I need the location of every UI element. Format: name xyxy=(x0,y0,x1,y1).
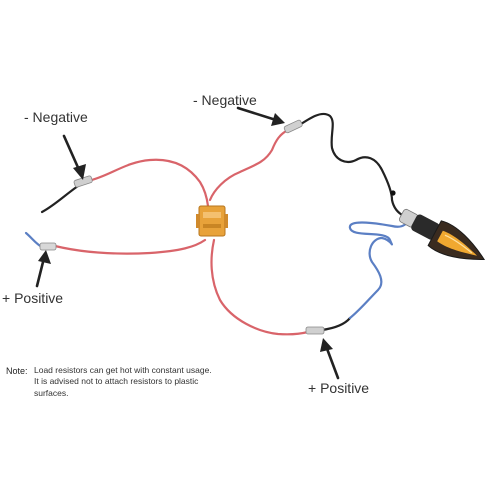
load-resistor xyxy=(196,205,228,237)
arrow-positive-right xyxy=(324,344,340,380)
black-wires xyxy=(40,112,406,332)
blue-wire-left xyxy=(24,231,44,249)
black-wire-top xyxy=(296,112,406,218)
red-wires xyxy=(53,128,310,336)
note-title: Note: xyxy=(6,366,28,376)
red-wire-right-top xyxy=(208,128,290,202)
label-negative-left: - Negative xyxy=(24,109,88,125)
connectors xyxy=(39,119,396,335)
label-negative-top: - Negative xyxy=(193,92,257,108)
label-positive-right: + Positive xyxy=(308,380,370,396)
connector-top xyxy=(283,119,303,134)
arrow-negative-top xyxy=(236,106,278,122)
arrow-negative-left xyxy=(62,134,82,174)
red-wire-left-bottom xyxy=(53,238,207,255)
arrows xyxy=(35,106,340,380)
red-wire-left-top xyxy=(86,158,210,208)
turn-signal-light xyxy=(398,208,486,260)
note-text: Load resistors can get hot with constant… xyxy=(34,365,212,398)
connector-bottom-right xyxy=(305,326,325,335)
label-positive-left: + Positive xyxy=(2,290,64,306)
black-wire-bottom xyxy=(320,316,352,332)
splice-dot xyxy=(390,190,396,196)
blue-wire-right xyxy=(348,220,410,320)
red-wire-bottom-right xyxy=(210,238,310,336)
connector-left-bottom xyxy=(39,242,57,251)
note-block: Note: Load resistors can get hot with co… xyxy=(6,365,216,399)
black-wire-left xyxy=(40,184,80,214)
arrow-positive-left xyxy=(35,256,46,288)
